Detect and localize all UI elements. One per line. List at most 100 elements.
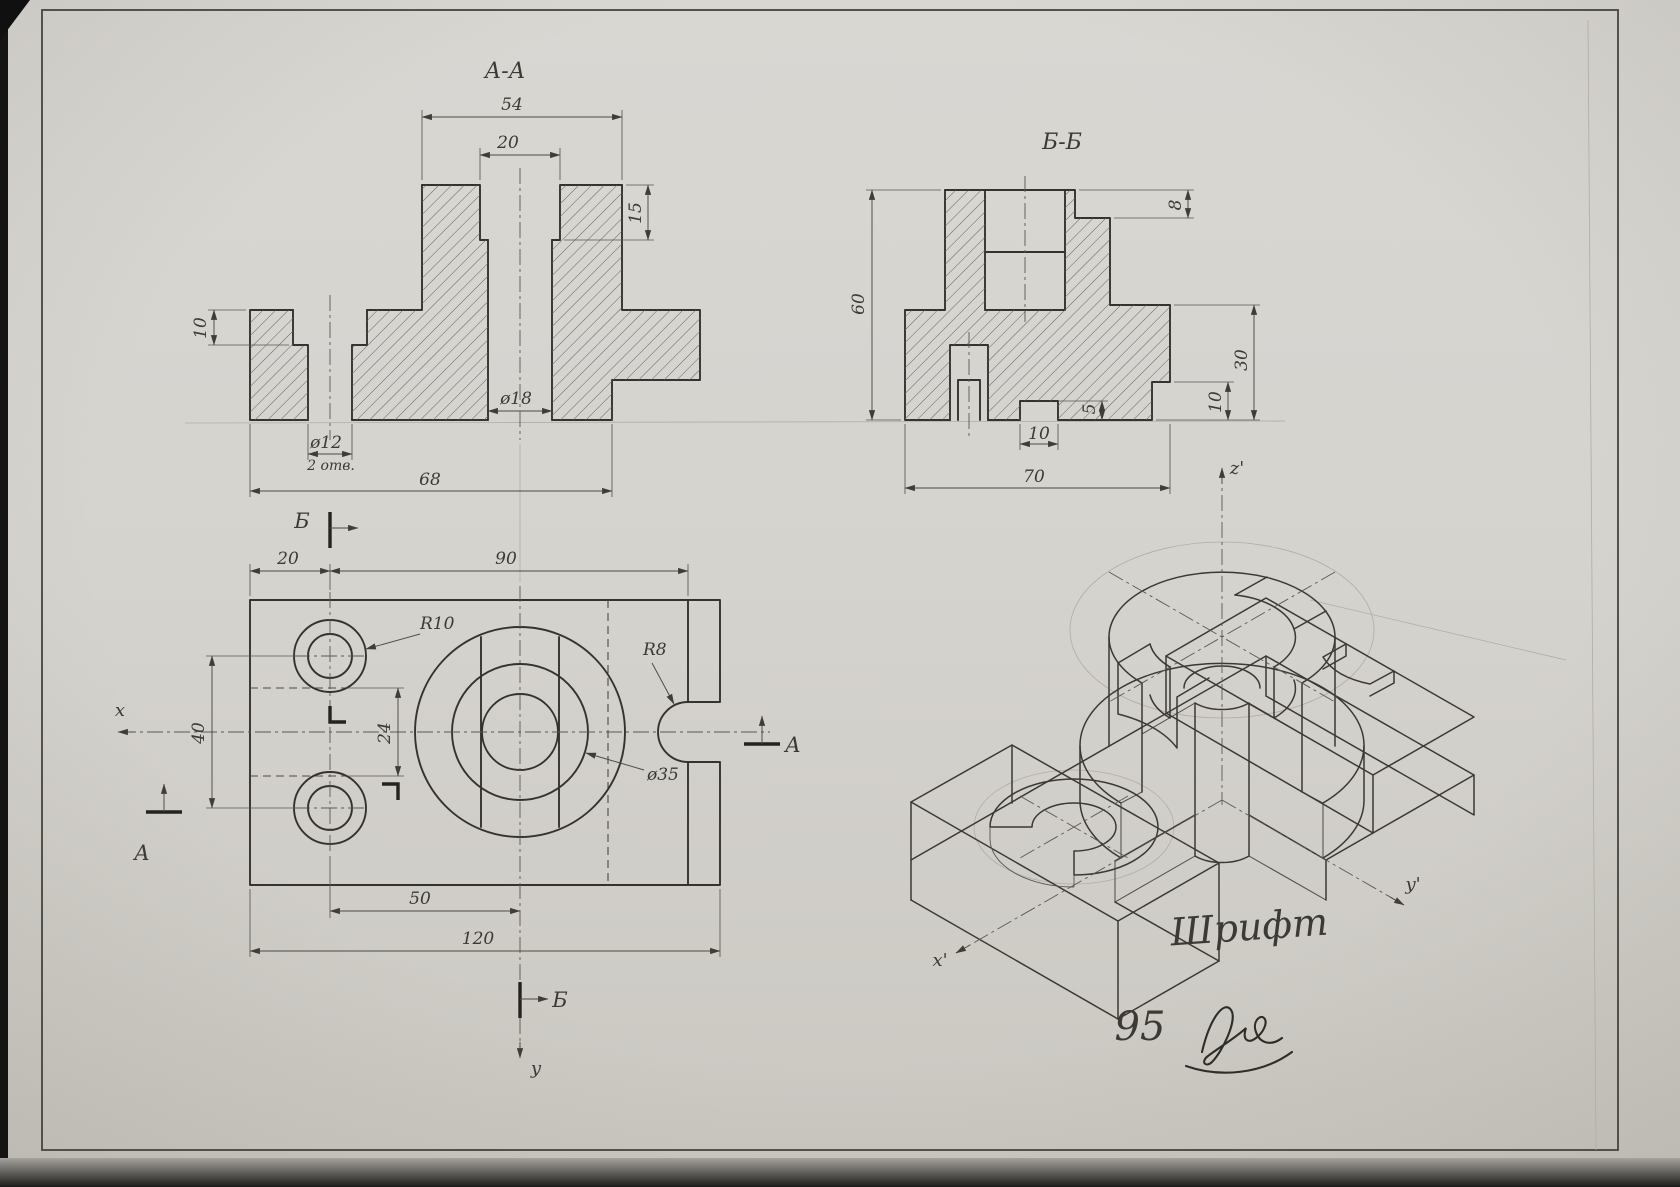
axis-x-arrow xyxy=(955,944,971,954)
dim-label: 24 xyxy=(375,722,395,745)
sheet-number: 95 xyxy=(1115,1004,1166,1050)
dim-label: ø35 xyxy=(646,765,679,785)
leader-line xyxy=(585,752,645,771)
dimension-d35: ø35 xyxy=(585,752,679,785)
axis-label-y: y xyxy=(530,1058,542,1079)
dim-label: 90 xyxy=(495,549,517,569)
dim-label: 30 xyxy=(1232,349,1252,371)
section-title-aa: А-А xyxy=(483,59,526,84)
dim-label: 10 xyxy=(1206,391,1226,413)
construction-line xyxy=(1309,599,1567,661)
axis-label-x: x' xyxy=(932,950,947,971)
extension-line xyxy=(1079,189,1194,219)
axis-label-z: z' xyxy=(1229,458,1244,479)
extension-line xyxy=(348,687,404,777)
hatch-area xyxy=(250,185,700,420)
plate-right-edges xyxy=(1265,655,1475,901)
dimension-d12: ø12 2 отв. xyxy=(306,424,355,474)
dimension-8: 8 xyxy=(1079,189,1194,219)
cut-label-a-right: А xyxy=(783,733,801,757)
dimension-68: 68 xyxy=(249,424,613,497)
dim-label: 15 xyxy=(626,202,646,224)
section-title-bb: Б-Б xyxy=(1041,130,1082,155)
counterbore-wall xyxy=(1149,666,1297,719)
cut-step-mark xyxy=(382,782,400,800)
dim-label: 10 xyxy=(191,317,211,339)
cylinder-walls xyxy=(1108,636,1336,793)
axis-y-arrow xyxy=(1389,896,1405,906)
axis-y-line xyxy=(1221,799,1405,906)
plate-bottom-edges xyxy=(910,899,1220,1020)
dim-label: 68 xyxy=(419,470,441,490)
dim-label: 40 xyxy=(189,722,209,745)
dim-label: 54 xyxy=(501,95,523,115)
scan-edge-bottom xyxy=(0,1158,1680,1187)
dim-label: ø12 xyxy=(309,433,342,453)
dimension-10: 10 xyxy=(191,309,289,346)
dimension-20: 20 xyxy=(479,133,561,180)
dim-label: 10 xyxy=(1028,424,1050,444)
scan-corner xyxy=(0,0,30,40)
dim-label: 5 xyxy=(1080,404,1100,415)
cut-label-a-left: А xyxy=(132,841,150,865)
section-bb-view: Б-Б 60 8 30 10 5 xyxy=(849,130,1260,494)
construction-line xyxy=(184,420,1286,424)
dim-label: 120 xyxy=(462,929,495,949)
extension-line xyxy=(1156,304,1260,421)
dim-note: 2 отв. xyxy=(306,458,355,474)
dim-label: ø18 xyxy=(499,389,532,409)
pedestal-walls xyxy=(1079,745,1365,859)
extension-line xyxy=(249,424,613,497)
dimension-d18: ø18 xyxy=(487,389,553,415)
cut-line-a: А А xyxy=(132,715,801,865)
scan-edge-left xyxy=(0,0,8,1187)
paper-shading xyxy=(6,0,1680,1168)
dim-label: 70 xyxy=(1023,467,1045,487)
dimension-24: 24 xyxy=(348,687,404,777)
dim-label: 20 xyxy=(276,549,299,569)
dimension-r8: R8 xyxy=(642,640,675,705)
dimension-60: 60 xyxy=(849,189,941,421)
dimension-5: 5 xyxy=(1058,400,1108,421)
dim-label: 50 xyxy=(409,889,431,909)
dimension-30: 30 xyxy=(1156,304,1260,421)
dimension-r10: R10 xyxy=(365,614,455,650)
drawing-frame-border xyxy=(41,9,1619,1151)
cut-label-b-bottom: Б xyxy=(551,988,567,1012)
slot-notch-back xyxy=(1234,576,1327,630)
cut-step-mark xyxy=(328,706,346,724)
dimension-50: 50 xyxy=(329,856,521,918)
extension-line xyxy=(249,889,721,957)
dim-label: R10 xyxy=(419,614,455,634)
extension-line xyxy=(421,110,623,180)
hatch-area xyxy=(905,190,1170,420)
plan-view: x y Б Б А А 20 90 xyxy=(115,509,801,1079)
dimension-90: 90 xyxy=(329,549,689,596)
dimension-10-right: 10 xyxy=(1174,381,1234,421)
cut-line-b: Б Б xyxy=(293,509,568,1018)
slot-notch-front xyxy=(1117,643,1210,749)
dim-label: 60 xyxy=(849,293,869,315)
leader-line xyxy=(651,662,675,705)
paper-fold-line xyxy=(1587,19,1597,1151)
flange-top-face xyxy=(1165,597,1475,776)
dimension-15: 15 xyxy=(564,184,654,241)
dimension-54: 54 xyxy=(421,95,623,180)
dimension-40: 40 xyxy=(189,655,296,809)
section-aa-view: А-А 54 20 15 10 ø1 xyxy=(191,59,701,497)
axis-label-x: x xyxy=(115,700,125,721)
axis-x-line xyxy=(955,799,1223,954)
flange-notch xyxy=(1322,643,1395,697)
center-line xyxy=(1108,571,1336,703)
dimension-10-groove: 10 xyxy=(1019,424,1059,450)
axis-label-y: y' xyxy=(1404,874,1420,895)
dim-label: R8 xyxy=(642,640,667,660)
dim-label: 8 xyxy=(1166,199,1186,210)
leader-line xyxy=(365,633,421,650)
dimension-70: 70 xyxy=(904,424,1171,494)
outline xyxy=(249,599,721,886)
dim-label: 20 xyxy=(496,133,519,153)
center-line xyxy=(1019,795,1129,859)
cut-label-b-top: Б xyxy=(293,509,309,533)
